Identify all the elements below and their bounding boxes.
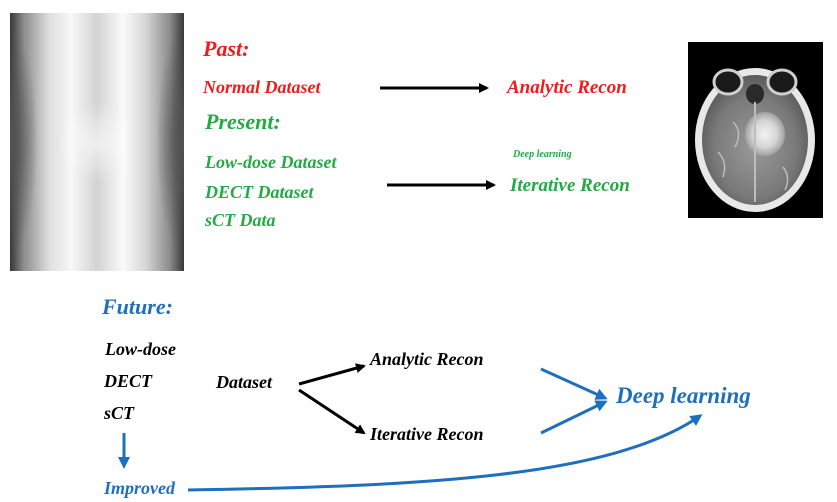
- future-input-sct: sCT: [104, 403, 135, 423]
- present-recon-label: Iterative Recon: [510, 175, 630, 196]
- present-dataset-dect: DECT Dataset: [205, 182, 314, 202]
- present-dataset-lowdose: Low-dose Dataset: [205, 152, 337, 172]
- future-recon-analytic: Analytic Recon: [370, 349, 484, 369]
- past-heading: Past:: [203, 36, 250, 61]
- iterative-to-dl-arrow: [540, 400, 608, 435]
- ct-brain-graphic: [695, 68, 815, 212]
- improved-to-dl-curve-arrow: [187, 414, 703, 492]
- sinogram-image: [10, 13, 184, 271]
- future-input-dect: DECT: [104, 371, 153, 391]
- future-heading: Future:: [102, 294, 173, 319]
- future-input-lowdose: Low-dose: [105, 339, 176, 359]
- future-improved-label: Improved: [104, 478, 175, 498]
- analytic-to-dl-arrow: [540, 367, 608, 400]
- present-dataset-sct: sCT Data: [205, 210, 276, 230]
- dataset-to-iterative-arrow: [298, 388, 366, 435]
- dataset-to-analytic-arrow: [298, 363, 366, 386]
- present-heading: Present:: [205, 109, 281, 134]
- future-recon-iterative: Iterative Recon: [370, 424, 484, 444]
- future-dataset-label: Dataset: [216, 372, 272, 392]
- ct-brain-image: [688, 42, 823, 218]
- future-target-label: Deep learning: [616, 383, 751, 408]
- past-recon-label: Analytic Recon: [507, 77, 627, 98]
- past-dataset-label: Normal Dataset: [203, 77, 321, 97]
- present-method-note: Deep learning: [513, 149, 572, 160]
